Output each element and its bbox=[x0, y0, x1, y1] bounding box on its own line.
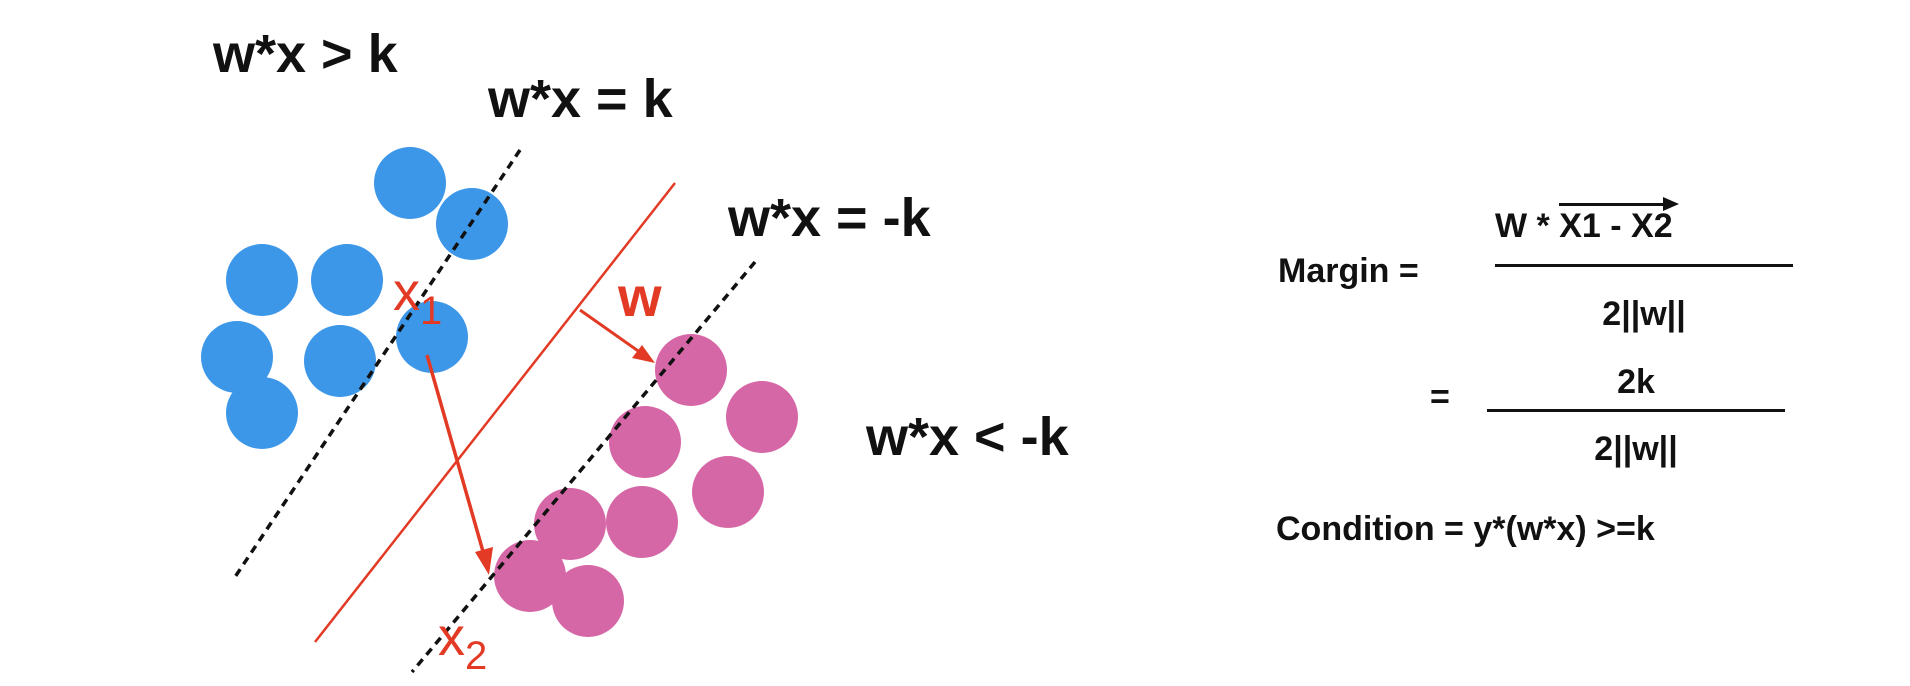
positive-data-point bbox=[226, 377, 298, 449]
lower-margin-boundary bbox=[410, 260, 757, 674]
x1-to-x2-arrowhead bbox=[475, 547, 493, 575]
negative-data-point bbox=[606, 486, 678, 558]
x1-label: x1 bbox=[393, 262, 442, 333]
vector-arrow-icon bbox=[1662, 197, 1679, 211]
positive-region-label: w*x > k bbox=[212, 24, 399, 84]
positive-data-point bbox=[311, 244, 383, 316]
numerator-prefix: W * bbox=[1495, 207, 1550, 245]
svm-diagram: w*x > k w*x = k w*x = -k w*x < -k w x1 x… bbox=[201, 24, 1070, 678]
weight-vector-label: w bbox=[617, 265, 662, 328]
equals-sign: = bbox=[1430, 378, 1450, 416]
margin-numerator: W * X1 - X2 bbox=[1495, 197, 1795, 245]
simplified-denominator: 2||w|| bbox=[1594, 430, 1678, 468]
positive-class-points bbox=[201, 147, 508, 449]
negative-data-point bbox=[655, 334, 727, 406]
margin-denominator: 2||w|| bbox=[1602, 295, 1686, 333]
negative-data-point bbox=[534, 488, 606, 560]
positive-data-point bbox=[201, 321, 273, 393]
decision-hyperplane bbox=[314, 182, 676, 643]
simplified-fraction-bar bbox=[1487, 409, 1785, 412]
vector-difference-text: X1 - X2 bbox=[1559, 207, 1673, 245]
positive-data-point bbox=[396, 301, 468, 373]
negative-data-point bbox=[692, 456, 764, 528]
negative-class-points bbox=[494, 334, 798, 637]
simplified-numerator: 2k bbox=[1617, 363, 1655, 401]
negative-data-point bbox=[609, 406, 681, 478]
positive-data-point bbox=[226, 244, 298, 316]
condition-text: Condition = y*(w*x) >=k bbox=[1276, 510, 1655, 548]
positive-data-point bbox=[374, 147, 446, 219]
negative-data-point bbox=[726, 381, 798, 453]
upper-boundary-label: w*x = k bbox=[487, 69, 674, 129]
negative-region-label: w*x < -k bbox=[865, 407, 1070, 467]
x1-to-x2-arrow bbox=[425, 354, 486, 556]
lower-boundary-label: w*x = -k bbox=[727, 188, 932, 248]
margin-label: Margin = bbox=[1278, 252, 1419, 290]
positive-data-point bbox=[304, 325, 376, 397]
x2-label: x2 bbox=[438, 607, 487, 678]
x2-label-subscript: 2 bbox=[465, 634, 487, 678]
margin-fraction-bar bbox=[1495, 264, 1793, 267]
upper-margin-boundary bbox=[233, 149, 522, 578]
negative-data-point bbox=[494, 540, 566, 612]
x2-label-base: x bbox=[438, 607, 465, 667]
x1-label-base: x bbox=[393, 262, 420, 322]
weight-vector-arrow bbox=[579, 308, 642, 355]
x1-label-subscript: 1 bbox=[420, 289, 442, 333]
negative-data-point bbox=[552, 565, 624, 637]
weight-vector-arrowhead bbox=[632, 345, 655, 363]
vector-difference: X1 - X2 bbox=[1559, 197, 1679, 245]
